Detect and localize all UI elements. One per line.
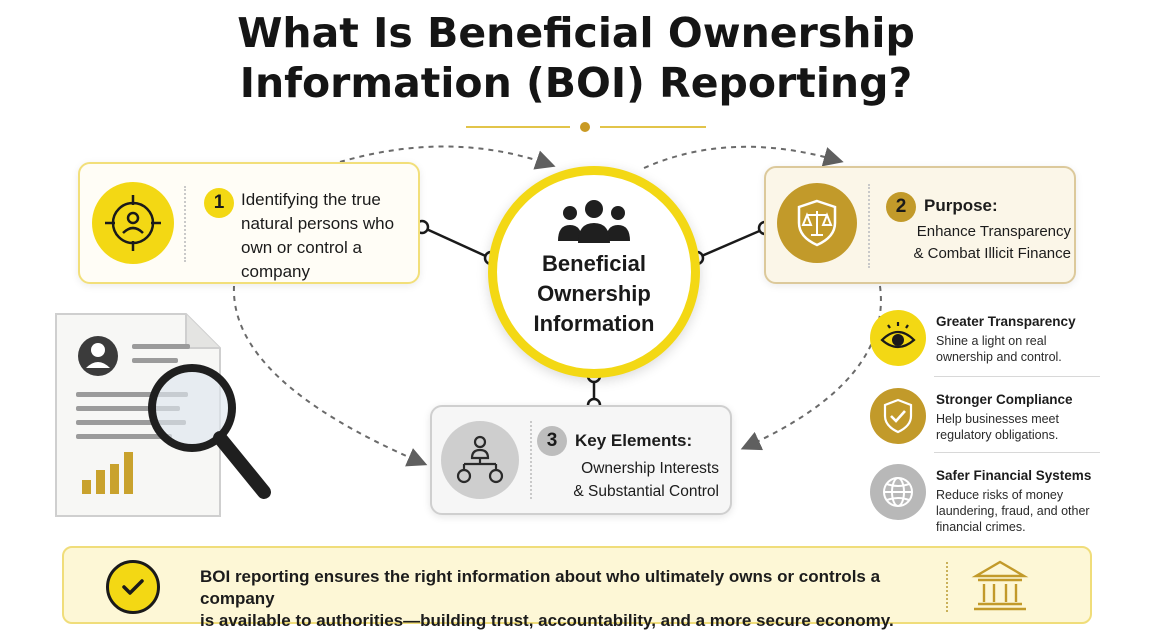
center-concept-circle: Beneficial Ownership Information [488, 166, 700, 378]
target-person-icon [92, 182, 174, 264]
card-divider [868, 184, 870, 268]
key-elements-line-2: & Substantial Control [573, 483, 719, 500]
step-number-badge: 3 [537, 426, 567, 456]
benefit-description: Shine a light on real ownership and cont… [936, 334, 1062, 364]
benefit-title: Stronger Compliance [936, 392, 1073, 407]
connector-card1-center [421, 225, 491, 260]
title-line-1: What Is Beneficial Ownership [237, 9, 915, 57]
benefit-title: Safer Financial Systems [936, 468, 1092, 483]
dashed-arrow-right [740, 285, 882, 451]
center-line-2: Ownership [537, 281, 651, 306]
card-divider [184, 186, 186, 262]
globe-icon [870, 464, 926, 520]
title-rule-left [466, 126, 570, 128]
benefit-greater-transparency: Greater Transparency Shine a light on re… [864, 304, 1100, 376]
identify-text: Identifying the true natural persons who… [241, 190, 395, 281]
benefit-divider [934, 376, 1100, 377]
benefit-stronger-compliance: Stronger Compliance Help businesses meet… [864, 382, 1100, 454]
purpose-heading: Purpose: [924, 196, 998, 215]
center-label: Beneficial Ownership Information [507, 249, 681, 339]
step-number-badge: 1 [204, 188, 234, 218]
key-elements-line-1: Ownership Interests [581, 460, 719, 477]
bank-building-icon [971, 560, 1029, 611]
org-chart-icon [441, 421, 519, 499]
benefit-title: Greater Transparency [936, 314, 1076, 329]
summary-banner: BOI reporting ensures the right informat… [62, 546, 1092, 630]
document-magnifier-illustration [55, 313, 271, 517]
key-elements-card: 3 Key Elements: Ownership Interests & Su… [430, 405, 732, 515]
title-dot [580, 122, 590, 132]
shield-scales-icon [777, 183, 857, 263]
benefit-description: Reduce risks of money laundering, fraud,… [936, 488, 1090, 534]
purpose-description: Enhance Transparency & Combat Illicit Fi… [906, 221, 1071, 265]
benefit-safer-financial-systems: Safer Financial Systems Reduce risks of … [864, 458, 1100, 534]
connector-card2-center [696, 227, 765, 260]
purpose-line-2: & Combat Illicit Finance [913, 245, 1071, 262]
title-line-2: Information (BOI) Reporting? [239, 59, 913, 107]
page-title: What Is Beneficial Ownership Information… [0, 8, 1152, 108]
card-divider [530, 421, 532, 499]
people-group-icon [558, 200, 630, 243]
benefit-divider [934, 452, 1100, 453]
summary-line-1: BOI reporting ensures the right informat… [200, 567, 881, 608]
identify-card: 1 Identifying the true natural persons w… [78, 162, 420, 284]
shield-check-icon [870, 388, 926, 444]
benefit-description: Help businesses meet regulatory obligati… [936, 412, 1059, 442]
banner-divider [946, 562, 948, 612]
summary-line-2: is available to authorities—building tru… [200, 611, 894, 630]
key-elements-heading: Key Elements: [575, 431, 693, 450]
purpose-card: 2 Purpose: Enhance Transparency & Combat… [764, 166, 1076, 284]
check-circle-icon [106, 560, 160, 614]
key-elements-description: Ownership Interests & Substantial Contro… [564, 457, 719, 503]
center-line-3: Information [533, 311, 655, 336]
eye-icon [870, 310, 926, 366]
purpose-line-1: Enhance Transparency [916, 223, 1071, 240]
title-rule-right [600, 126, 706, 128]
center-line-1: Beneficial [542, 251, 646, 276]
dashed-arrow-top-right [643, 145, 844, 169]
step-number-badge: 2 [886, 192, 916, 222]
summary-text: BOI reporting ensures the right informat… [200, 566, 940, 632]
